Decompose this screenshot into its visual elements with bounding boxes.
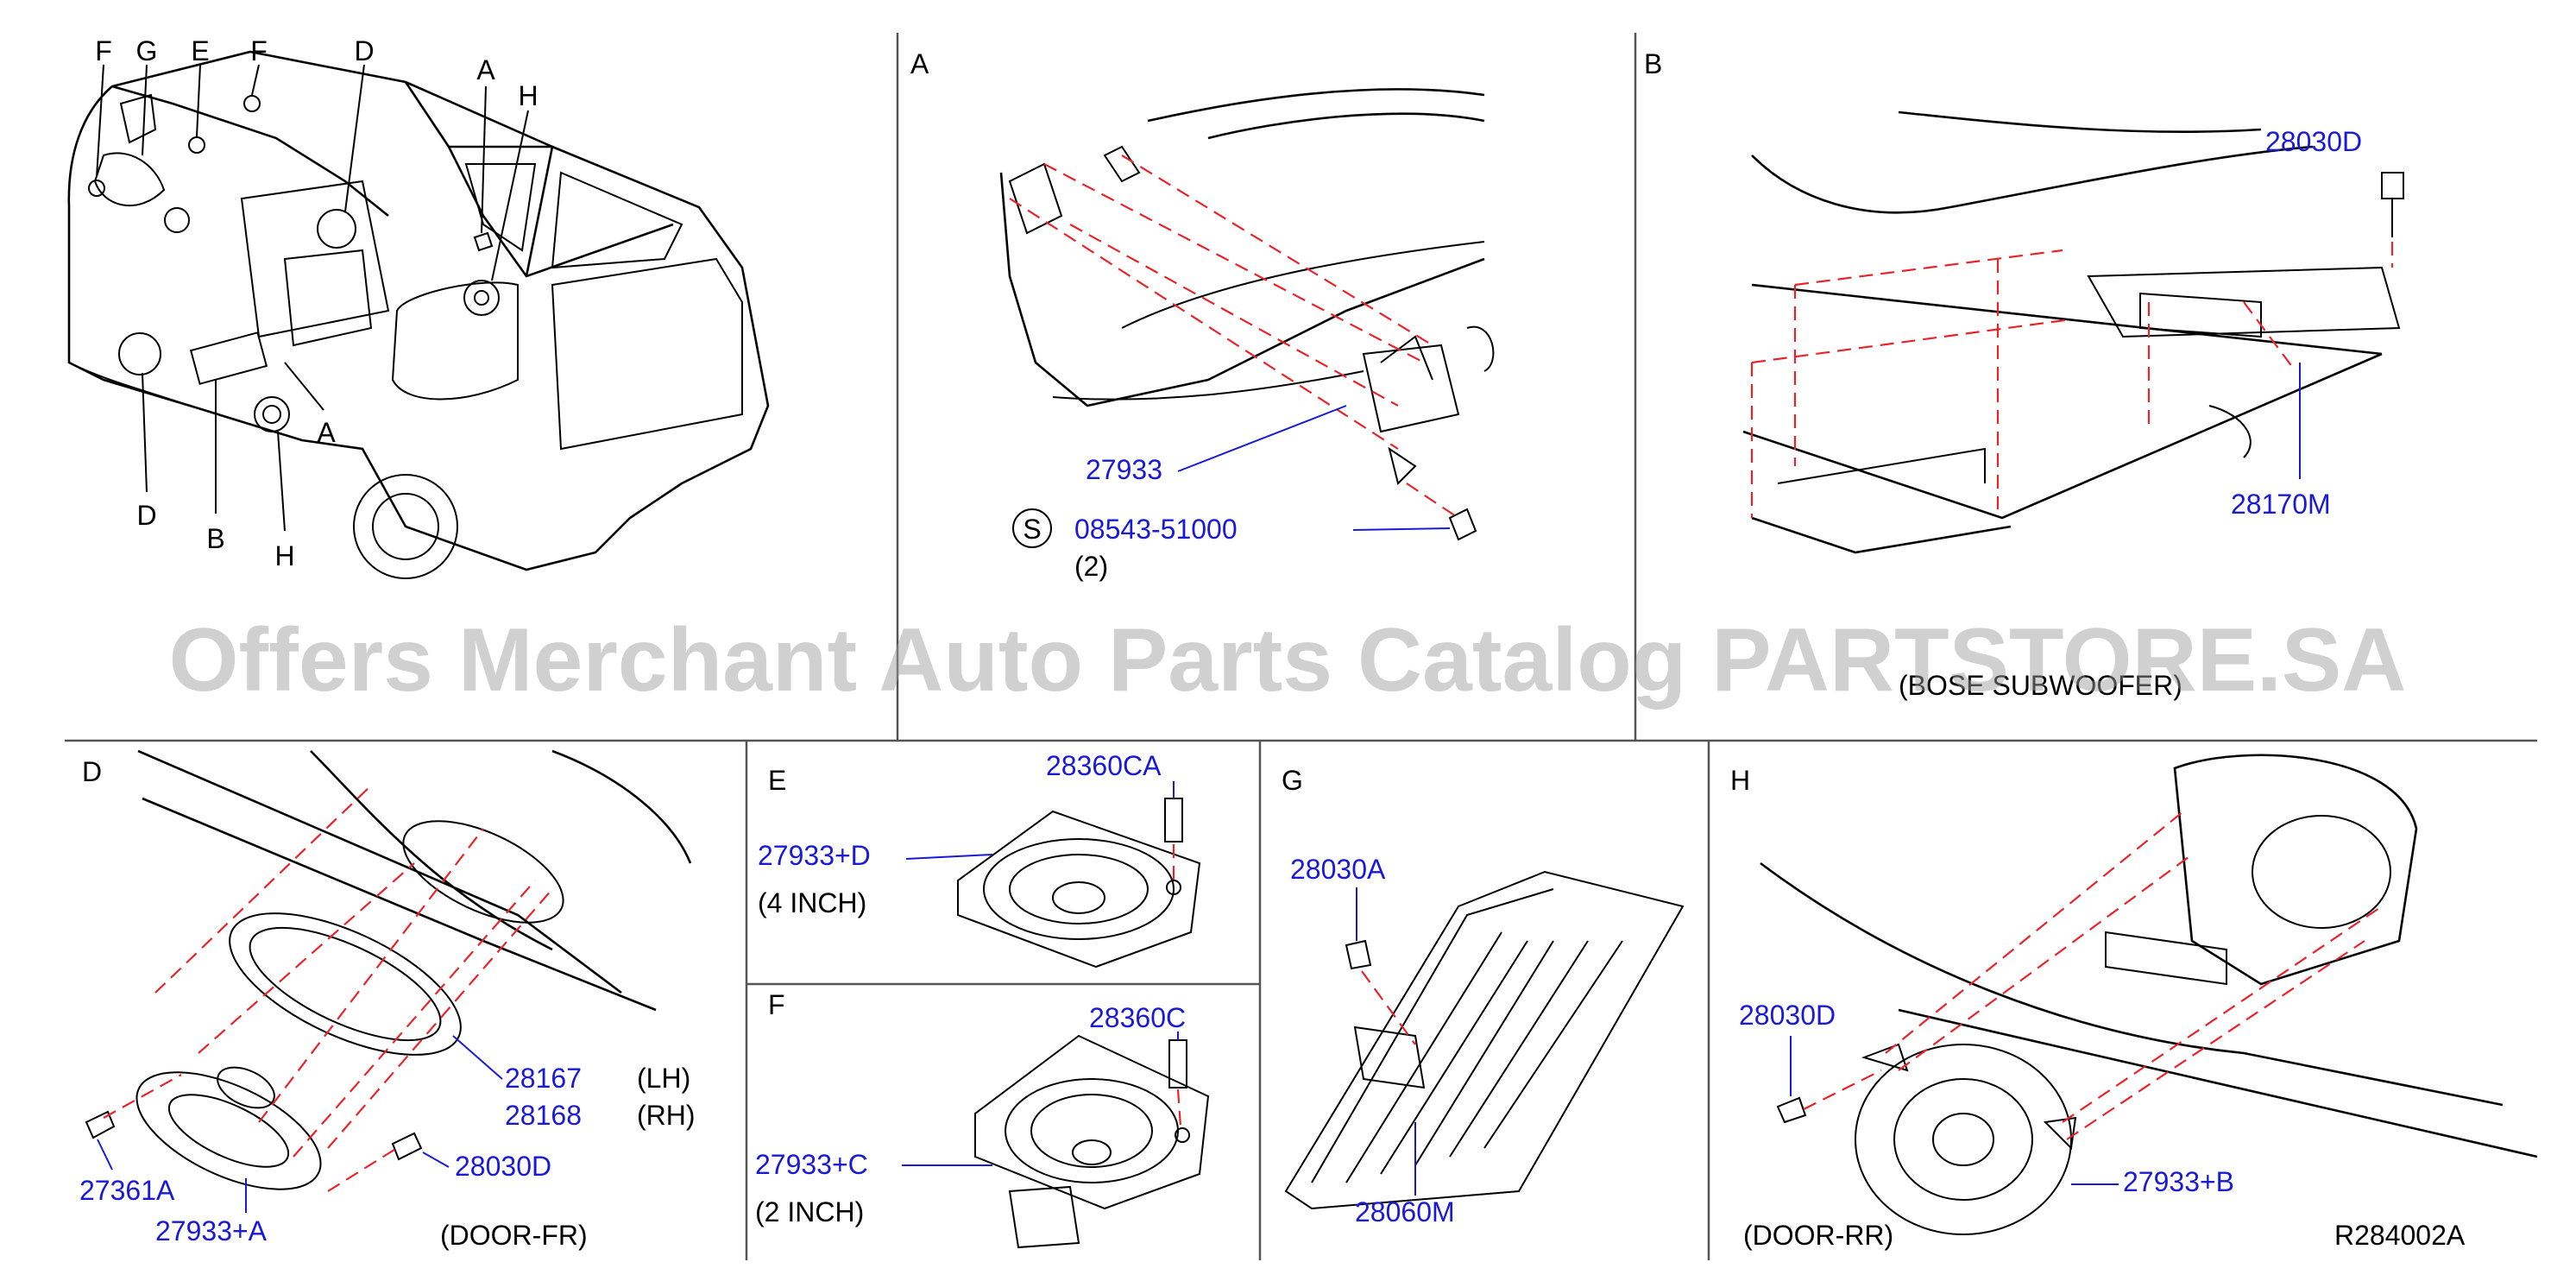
label-a-2: A [317, 417, 336, 448]
panel-d-note: (DOOR-FR) [440, 1220, 588, 1251]
panel-f-part-28360c: 28360C [1089, 1002, 1186, 1033]
panel-f: F 28360C 27933+C (2 INCH) [755, 989, 1210, 1249]
panel-h: H 28030D 27933+B (DOOR-RR) R284002A [1730, 754, 2538, 1251]
panel-d-part-27933a: 27933+A [155, 1215, 268, 1246]
panel-b-title: B [1644, 48, 1662, 79]
panel-b-part-28170m: 28170M [2231, 489, 2331, 520]
panel-h-note: (DOOR-RR) [1743, 1220, 1893, 1251]
label-d-1: D [354, 35, 374, 66]
panel-a-title: A [910, 48, 929, 79]
panel-e: E 28360CA 27933+D (4 INCH) [758, 750, 1201, 969]
panel-d-title: D [82, 756, 102, 787]
panel-e-part-27933d: 27933+D [758, 840, 871, 871]
panel-g-part-28060m: 28060M [1355, 1196, 1455, 1227]
label-b: B [206, 523, 224, 554]
panel-f-part-27933c: 27933+C [755, 1149, 868, 1180]
panel-f-title: F [768, 989, 785, 1020]
panel-b: B 28030D 28170M (BOSE SUBWOOFER) [1644, 48, 2404, 701]
panel-d-lh: (LH) [637, 1063, 690, 1094]
panel-a: A 27933 S 08543-51000 (2) [910, 48, 1495, 582]
label-g: G [136, 35, 158, 66]
panel-d-part-28167: 28167 [505, 1063, 582, 1094]
panel-d-part-28168: 28168 [505, 1100, 582, 1131]
panel-d-part-28030d: 28030D [455, 1151, 551, 1182]
panel-a-part-27933: 27933 [1086, 454, 1162, 485]
panel-a-part-08543: 08543-51000 [1074, 514, 1238, 545]
panel-e-title: E [768, 765, 786, 796]
panel-d-rh: (RH) [637, 1100, 696, 1131]
panel-d-part-27361a: 27361A [79, 1175, 175, 1206]
label-h-2: H [274, 540, 294, 571]
panel-g-part-28030a: 28030A [1290, 854, 1386, 885]
watermark: Offers Merchant Auto Parts Catalog PARTS… [169, 610, 2407, 710]
panel-b-note: (BOSE SUBWOOFER) [1899, 670, 2182, 701]
label-h-1: H [518, 80, 538, 111]
panel-frames [65, 33, 2537, 1260]
label-f-1: F [95, 35, 112, 66]
panel-h-part-27933b: 27933+B [2123, 1166, 2234, 1197]
vehicle-overview: F G E F D A H A D B H [67, 35, 770, 579]
label-d-2: D [136, 500, 156, 531]
panel-h-title: H [1730, 765, 1750, 796]
panel-h-part-28030d: 28030D [1739, 1000, 1836, 1031]
panel-g-title: G [1282, 765, 1303, 796]
panel-a-symbol: S [1023, 514, 1041, 545]
panel-f-size: (2 INCH) [755, 1196, 864, 1227]
panel-b-part-28030d: 28030D [2265, 126, 2362, 157]
panel-e-part-28360ca: 28360CA [1046, 750, 1162, 781]
label-f-2: F [250, 35, 268, 66]
label-a-1: A [476, 54, 495, 85]
panel-d: D 28167 (LH) 28168 (RH) 27361A 28030D 27… [79, 749, 696, 1251]
panel-a-qty: (2) [1074, 551, 1108, 582]
diagram-reference: R284002A [2334, 1220, 2466, 1251]
label-e: E [191, 35, 209, 66]
panel-g: G 28030A 28060M [1282, 765, 1685, 1227]
panel-e-size: (4 INCH) [758, 887, 866, 918]
